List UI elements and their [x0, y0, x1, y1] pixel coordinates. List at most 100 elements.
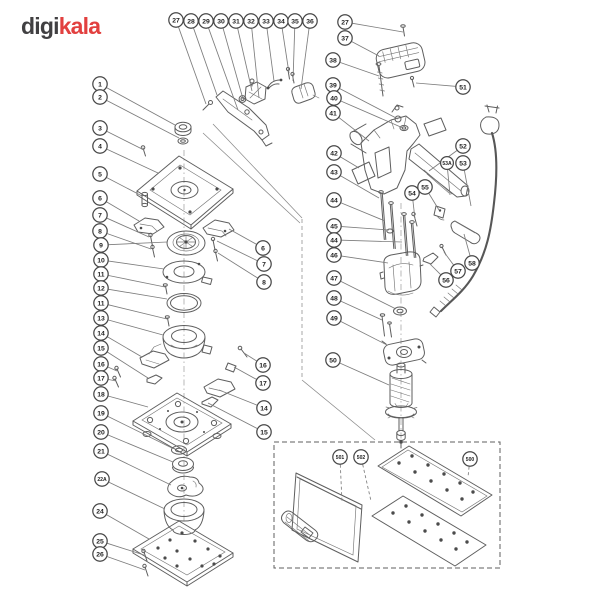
callout-44: 44: [326, 232, 403, 248]
callout-38: 38: [325, 52, 380, 77]
callout-41: 41: [325, 105, 370, 142]
motor-stack: [379, 251, 427, 449]
callout-7: 7: [216, 240, 272, 272]
callout-50: 50: [325, 352, 390, 386]
long-screw: [401, 212, 407, 216]
callout-49: 49: [326, 310, 388, 346]
svg-text:56: 56: [442, 277, 450, 284]
screw: [400, 24, 406, 28]
callout-31: 31: [228, 13, 253, 92]
digikala-logo: digikala: [21, 13, 101, 39]
washer: [238, 95, 247, 103]
svg-text:45: 45: [330, 223, 338, 230]
long-screw: [375, 62, 382, 66]
callout-25: 25: [92, 533, 145, 556]
screw: [150, 244, 155, 250]
clip: [422, 252, 439, 265]
housing-cover: [375, 42, 426, 79]
shoe-left: [139, 350, 170, 369]
callout-32: 32: [243, 13, 260, 99]
svg-text:58: 58: [468, 260, 476, 267]
callout-16: 16: [93, 356, 118, 372]
accessories-inset: [273, 441, 501, 569]
callout-501: 501: [332, 449, 348, 503]
switch-plate: [215, 90, 270, 141]
lead-wires: [267, 79, 281, 90]
callout-6: 6: [228, 228, 271, 256]
ball-bearing: [172, 457, 194, 471]
svg-text:501: 501: [336, 455, 345, 461]
svg-text:500: 500: [466, 457, 475, 463]
svg-text:49: 49: [330, 315, 338, 322]
center-axis-lines: [183, 150, 402, 522]
svg-text:33: 33: [262, 18, 270, 25]
svg-text:34: 34: [277, 18, 285, 25]
construction-lines: [202, 123, 376, 441]
sanding-paper-bottom: [371, 495, 487, 567]
callout-56: 56: [428, 262, 454, 288]
clip-right: [201, 396, 219, 408]
svg-text:30: 30: [217, 18, 225, 25]
punch-plate: [281, 472, 363, 563]
cover-label: [404, 58, 421, 71]
svg-text:36: 36: [306, 18, 314, 25]
logo-part-digi: digi: [21, 13, 59, 39]
plug: [480, 116, 500, 135]
svg-text:5: 5: [98, 171, 102, 178]
screw: [148, 232, 153, 238]
callout-500: 500: [462, 451, 478, 478]
callout-10: 10: [93, 252, 165, 270]
svg-text:32: 32: [247, 18, 255, 25]
svg-text:3: 3: [98, 125, 102, 132]
svg-text:16: 16: [259, 362, 267, 369]
cord-clip: [433, 205, 446, 219]
callout-46: 46: [326, 247, 389, 264]
callout-16: 16: [243, 352, 271, 373]
nameplate: [423, 117, 447, 137]
callout-53: 53: [455, 155, 472, 207]
callout-9: 9: [93, 237, 168, 253]
callout-40: 40: [326, 90, 404, 129]
callout-35: 35: [287, 13, 303, 82]
shoe-and-clip-parts: [112, 343, 248, 408]
front-knob: [349, 130, 363, 146]
screw: [439, 243, 444, 249]
screw: [290, 71, 295, 77]
washer: [386, 228, 394, 234]
rubber-ring: [177, 137, 189, 145]
svg-text:35: 35: [291, 18, 299, 25]
screw: [142, 563, 147, 569]
callout-48: 48: [326, 290, 383, 321]
logo-part-kala: kala: [58, 13, 101, 39]
svg-text:53A: 53A: [442, 161, 452, 167]
label-plate: [351, 161, 376, 185]
svg-text:19: 19: [97, 410, 105, 417]
callout-57: 57: [443, 251, 466, 279]
callout-7: 7: [92, 207, 150, 238]
screw: [379, 313, 386, 317]
svg-text:10: 10: [97, 257, 105, 264]
lever-bracket-right: [202, 219, 235, 238]
svg-text:24: 24: [96, 508, 104, 515]
svg-text:502: 502: [357, 455, 366, 461]
svg-text:17: 17: [97, 375, 105, 382]
callout-502: 502: [353, 449, 372, 502]
motor-housing-assembly: [349, 24, 481, 265]
callout-4: 4: [92, 138, 159, 174]
long-screw: [388, 201, 394, 205]
callout-24: 24: [92, 503, 150, 540]
screw: [409, 75, 415, 81]
callout-15: 15: [207, 402, 272, 440]
callout-2: 2: [92, 89, 180, 139]
callout-58: 58: [463, 233, 480, 271]
callout-30: 30: [213, 13, 244, 100]
cord-guard-end: [429, 306, 441, 318]
power-cord-assembly: [429, 104, 500, 318]
screw: [237, 345, 243, 351]
svg-text:43: 43: [330, 169, 338, 176]
clamp-roller: [281, 510, 319, 543]
svg-text:15: 15: [97, 345, 105, 352]
svg-text:7: 7: [98, 212, 102, 219]
